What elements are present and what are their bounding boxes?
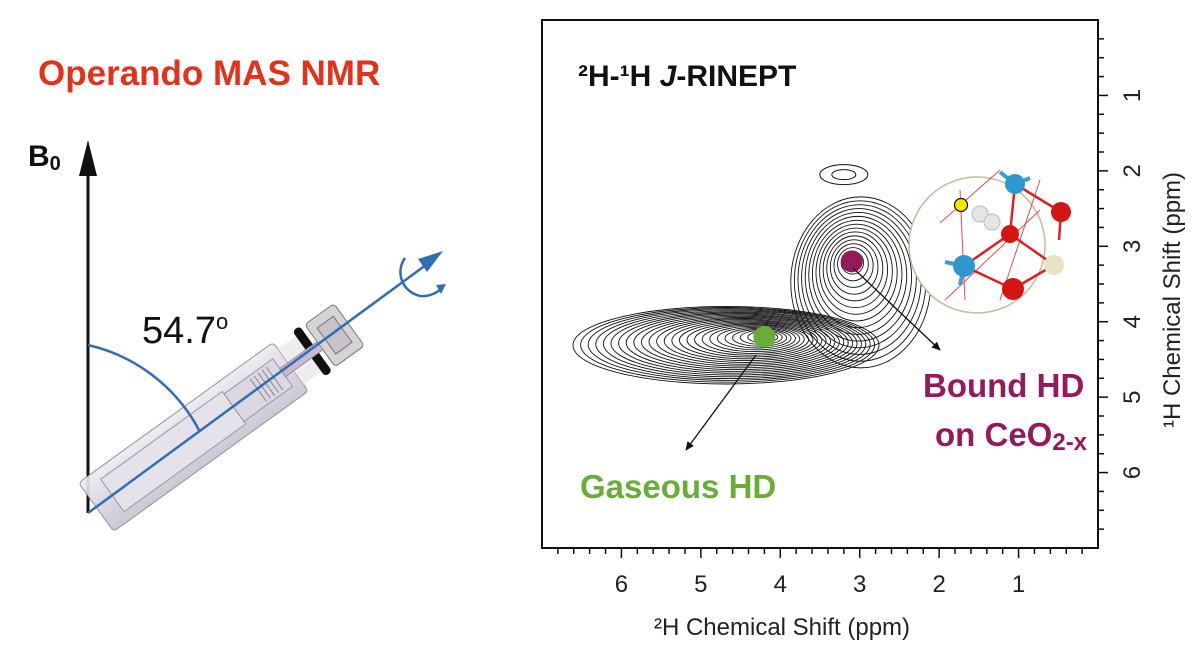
gaseous-hd-contour bbox=[625, 313, 849, 372]
y-tick-label: 1 bbox=[1119, 89, 1146, 102]
x-tick-label: 5 bbox=[694, 571, 707, 598]
gaseous-hd-contour bbox=[640, 315, 840, 369]
y-axis-label: ¹H Chemical Shift (ppm) bbox=[1159, 172, 1186, 428]
d-atom bbox=[953, 197, 969, 213]
x-tick-label: 1 bbox=[1012, 571, 1025, 598]
gaseous-hd-contour bbox=[663, 319, 827, 363]
spectrum-title: ²H-¹H J-RINEPT bbox=[578, 60, 796, 93]
gaseous-hd-contour bbox=[587, 308, 871, 381]
x-tick-label: 4 bbox=[774, 571, 787, 598]
h-atom bbox=[971, 205, 989, 223]
o-atom bbox=[1002, 278, 1024, 300]
y-tick-label: 5 bbox=[1119, 390, 1146, 403]
gaseous-hd-contour bbox=[602, 310, 862, 378]
gaseous-hd-contour bbox=[595, 309, 867, 380]
magic-angle-label: 54.7o bbox=[142, 309, 228, 352]
gaseous-hd-contour bbox=[716, 326, 796, 351]
minor-peak-contour bbox=[831, 169, 857, 181]
gaseous-hd-contour bbox=[656, 318, 832, 365]
axis-ticks: 6 5 4 3 2 1 1 2 3 4 5 6 bbox=[557, 38, 1146, 598]
b0-arrowhead-icon bbox=[79, 140, 97, 176]
y-tick-label: 6 bbox=[1119, 466, 1146, 479]
y-tick-label: 3 bbox=[1119, 240, 1146, 253]
bound-hd-contour bbox=[811, 219, 903, 329]
magic-angle-arc bbox=[87, 343, 202, 433]
gaseous-hd-contour bbox=[633, 314, 845, 371]
bound-hd-contour bbox=[826, 235, 884, 302]
bound-hd-arrow bbox=[852, 267, 941, 351]
bound-hd-contour bbox=[808, 215, 908, 335]
gaseous-hd-contour bbox=[709, 325, 801, 353]
ce-atom bbox=[953, 255, 975, 277]
vacancy-atom bbox=[1044, 255, 1064, 275]
bound-hd-contour bbox=[833, 243, 874, 288]
y-tick-label: 4 bbox=[1119, 315, 1146, 328]
x-tick-label: 2 bbox=[932, 571, 945, 598]
bound-hd-contour bbox=[804, 212, 913, 342]
o-atom bbox=[1001, 225, 1019, 243]
rotor-axis bbox=[87, 260, 431, 515]
gaseous-hd-label: Gaseous HD bbox=[580, 468, 776, 505]
minor-peak-contour bbox=[819, 164, 869, 186]
spin-arrowhead-icon bbox=[436, 284, 446, 294]
rotor-axis-arrowhead-icon bbox=[418, 251, 443, 272]
bound-hd-contour bbox=[819, 227, 893, 315]
bound-hd-contour bbox=[815, 223, 898, 322]
gaseous-hd-arrow bbox=[685, 354, 757, 451]
gaseous-hd-contour bbox=[686, 322, 814, 358]
bound-hd-support-label: on CeO2-x bbox=[935, 416, 1088, 456]
spin-arrow-icon bbox=[399, 257, 443, 298]
o-atom bbox=[1051, 202, 1071, 222]
ce-atom bbox=[1005, 174, 1025, 194]
gaseous-hd-contour bbox=[610, 311, 858, 376]
bound-hd-contour bbox=[822, 231, 889, 309]
gaseous-hd-contour bbox=[671, 320, 823, 362]
x-tick-label: 3 bbox=[853, 571, 866, 598]
ceo2-surface-structure-inset bbox=[908, 169, 1071, 314]
gaseous-hd-contour bbox=[572, 305, 880, 385]
gaseous-hd-contour bbox=[618, 312, 854, 374]
contour-plot bbox=[572, 164, 932, 385]
bound-hd-peak-marker bbox=[840, 250, 863, 273]
gaseous-hd-contour bbox=[701, 324, 805, 354]
bound-hd-label: Bound HD bbox=[923, 367, 1084, 404]
gaseous-hd-contour bbox=[580, 307, 876, 383]
h-atom bbox=[983, 213, 1001, 231]
y-tick-label: 2 bbox=[1119, 164, 1146, 177]
gaseous-hd-peak-marker bbox=[753, 325, 776, 348]
x-tick-label: 6 bbox=[615, 571, 628, 598]
left-panel-title: Operando MAS NMR bbox=[38, 54, 380, 93]
mas-rotor bbox=[79, 304, 364, 531]
b0-label: B0 bbox=[28, 140, 61, 175]
x-axis-label: ²H Chemical Shift (ppm) bbox=[654, 614, 910, 641]
bound-hd-contour bbox=[837, 247, 869, 282]
gaseous-hd-contour bbox=[678, 321, 818, 360]
bound-hd-contour bbox=[829, 239, 879, 295]
bound-hd-contour bbox=[801, 208, 917, 349]
